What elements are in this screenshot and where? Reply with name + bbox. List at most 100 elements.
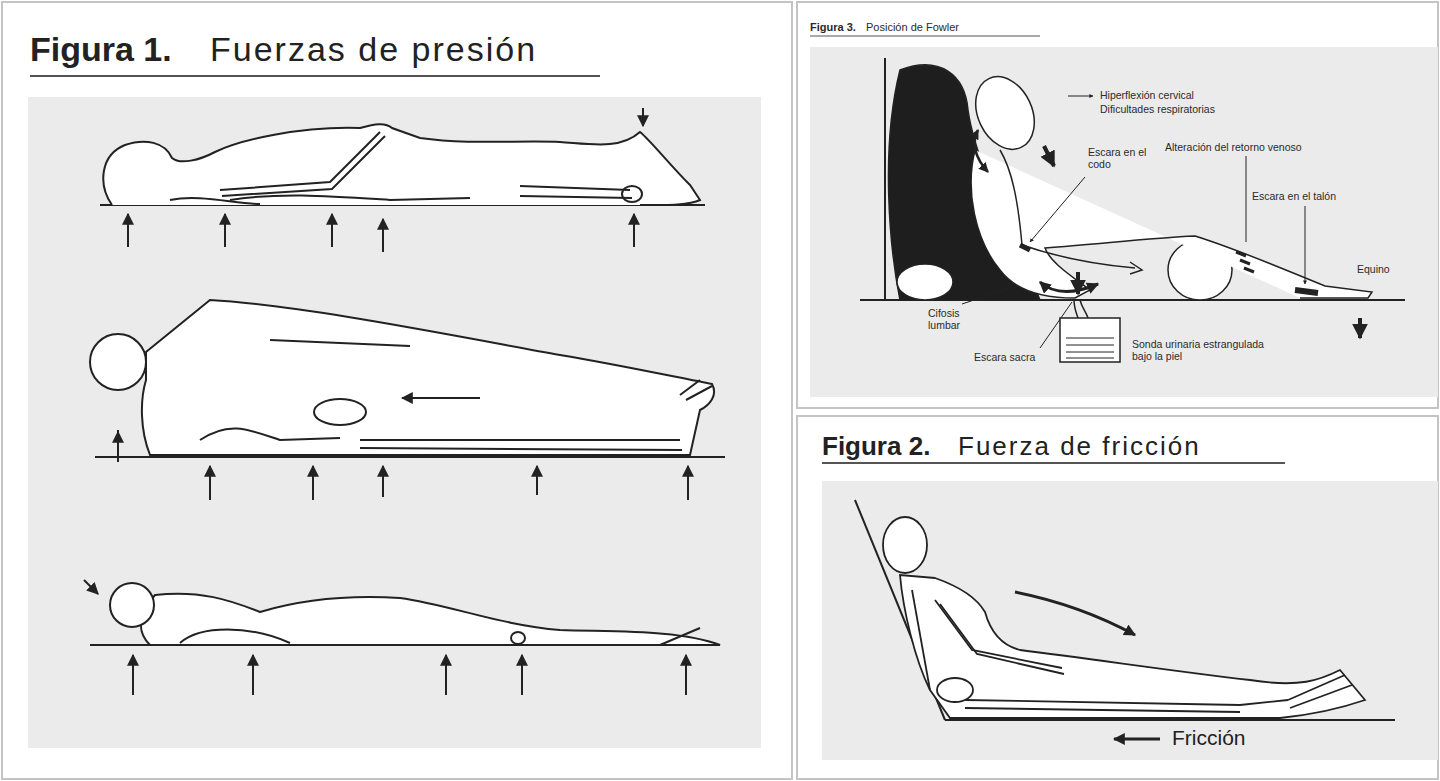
fowler-arrows-part bbox=[1358, 318, 1362, 338]
pressure-arrows bbox=[128, 108, 643, 252]
pressure-arrows-part bbox=[84, 580, 98, 594]
fowler-arrows-part bbox=[1044, 146, 1054, 166]
prone-body bbox=[90, 583, 720, 645]
supine-body-part bbox=[170, 198, 260, 204]
pressure-arrows-part bbox=[687, 466, 689, 500]
pressure-arrows-part bbox=[117, 432, 119, 462]
panel-figure-3 bbox=[797, 2, 1438, 408]
fowler-arrows-part bbox=[1040, 282, 1098, 292]
fowler-figure-part bbox=[964, 67, 1045, 159]
fowler-arrows-part bbox=[975, 130, 988, 172]
urine-bag-part bbox=[1074, 300, 1078, 318]
reclining-body-part bbox=[900, 575, 1365, 718]
leader-lines-part bbox=[1236, 252, 1254, 272]
figure-title: Fuerza de fricción bbox=[958, 432, 1201, 462]
panel-figure-2-part bbox=[797, 416, 1438, 779]
prone-body-part bbox=[180, 630, 290, 644]
panel-figure-1-part bbox=[30, 75, 600, 77]
fowler-figure-part bbox=[897, 264, 953, 300]
leader-lines-part bbox=[1030, 177, 1085, 242]
lateral-body bbox=[90, 300, 725, 457]
lateral-body-part bbox=[95, 456, 725, 458]
reclining-body-part bbox=[912, 590, 930, 690]
pressure-arrows-part bbox=[382, 466, 384, 497]
panel-figure-1-part bbox=[2, 2, 792, 779]
lateral-body-part bbox=[90, 334, 146, 390]
lateral-body-part bbox=[680, 380, 712, 400]
supine-body bbox=[100, 124, 705, 205]
pressure-arrows-part bbox=[402, 397, 480, 399]
pressure-arrows-part bbox=[117, 430, 119, 462]
reclining-body-part bbox=[883, 517, 927, 573]
pressure-arrows bbox=[118, 398, 688, 500]
annotation-label: Escara en el talón bbox=[1252, 190, 1336, 202]
reclining-body bbox=[855, 500, 1395, 720]
pressure-arrows bbox=[84, 580, 686, 695]
fowler-figure-part bbox=[1130, 262, 1142, 274]
figure-number: Figura 1. bbox=[30, 30, 172, 69]
pressure-arrows-part bbox=[132, 655, 134, 695]
reclining-body-part bbox=[940, 604, 1064, 674]
panel-figure-2-part bbox=[822, 481, 1438, 760]
fowler-figure-part bbox=[1000, 150, 1135, 268]
leader-lines-part bbox=[962, 288, 1010, 304]
figure-number: Figura 2. bbox=[822, 432, 930, 462]
pressure-arrows-part bbox=[633, 214, 635, 247]
prone-body-part bbox=[141, 594, 720, 645]
prone-body-part bbox=[110, 583, 154, 627]
panel-figure-3-part bbox=[810, 36, 1040, 37]
force-label: Fricción bbox=[1172, 726, 1246, 750]
supine-body-part bbox=[220, 132, 380, 190]
lateral-body-part bbox=[314, 399, 366, 425]
friction-arrows-part bbox=[1114, 738, 1160, 741]
annotation-label: Escara en el codo bbox=[1088, 146, 1150, 170]
fowler-arrows bbox=[975, 130, 1360, 338]
annotation-label: Escara sacra bbox=[974, 351, 1035, 363]
pressure-arrows-part bbox=[312, 466, 314, 500]
figure-title: Fuerzas de presión bbox=[210, 30, 537, 69]
pressure-arrows-part bbox=[536, 466, 538, 495]
pressure-arrows-part bbox=[382, 219, 384, 252]
figure-number: Figura 3. bbox=[810, 21, 856, 34]
supine-body-part bbox=[622, 186, 642, 202]
friction-arrows bbox=[1015, 592, 1160, 739]
pressure-arrows-part bbox=[521, 655, 523, 695]
urine-bag-part bbox=[1060, 318, 1120, 362]
lateral-body-part bbox=[200, 428, 340, 440]
fowler-figure-part bbox=[884, 58, 886, 300]
friction-arrows-part bbox=[1015, 592, 1135, 635]
supine-body-part bbox=[103, 124, 700, 205]
pressure-arrows-part bbox=[331, 214, 333, 247]
reclining-body-part bbox=[937, 678, 973, 702]
urine-bag-part bbox=[1080, 300, 1088, 318]
annotation-label: Dificultades respiratorias bbox=[1100, 103, 1215, 115]
pressure-arrows-part bbox=[445, 655, 447, 695]
pressure-arrows-part bbox=[252, 655, 254, 695]
leader-lines bbox=[962, 96, 1305, 348]
leader-lines-part bbox=[1246, 156, 1247, 242]
annotation-label: Equino bbox=[1357, 263, 1390, 275]
lateral-body-part bbox=[360, 440, 682, 450]
leader-lines-part bbox=[1305, 206, 1306, 284]
panel-figure-2-part bbox=[822, 462, 1285, 464]
fowler-figure-part bbox=[1020, 245, 1030, 250]
prone-body-part bbox=[511, 632, 525, 644]
urine-bag bbox=[1060, 300, 1120, 362]
annotation-label: Sonda urinaria estrangulada bajo la piel bbox=[1132, 338, 1267, 362]
reclining-body-part bbox=[935, 600, 1062, 668]
fowler-figure-part bbox=[971, 150, 1372, 298]
reclining-body-part bbox=[945, 719, 1395, 721]
lateral-body-part bbox=[142, 300, 714, 455]
fowler-figure bbox=[860, 58, 1405, 300]
panel-figure-1-part bbox=[28, 97, 761, 748]
reclining-body-part bbox=[965, 700, 1288, 712]
annotation-label: Alteración del retorno venoso bbox=[1165, 141, 1302, 153]
annotation-label: Cifosis lumbar bbox=[928, 307, 976, 331]
supine-body-part bbox=[222, 136, 385, 196]
pressure-arrows-part bbox=[127, 214, 129, 247]
panel-figure-2 bbox=[797, 416, 1438, 779]
lateral-body-part bbox=[270, 340, 410, 346]
panel-figure-3-part bbox=[810, 47, 1438, 397]
